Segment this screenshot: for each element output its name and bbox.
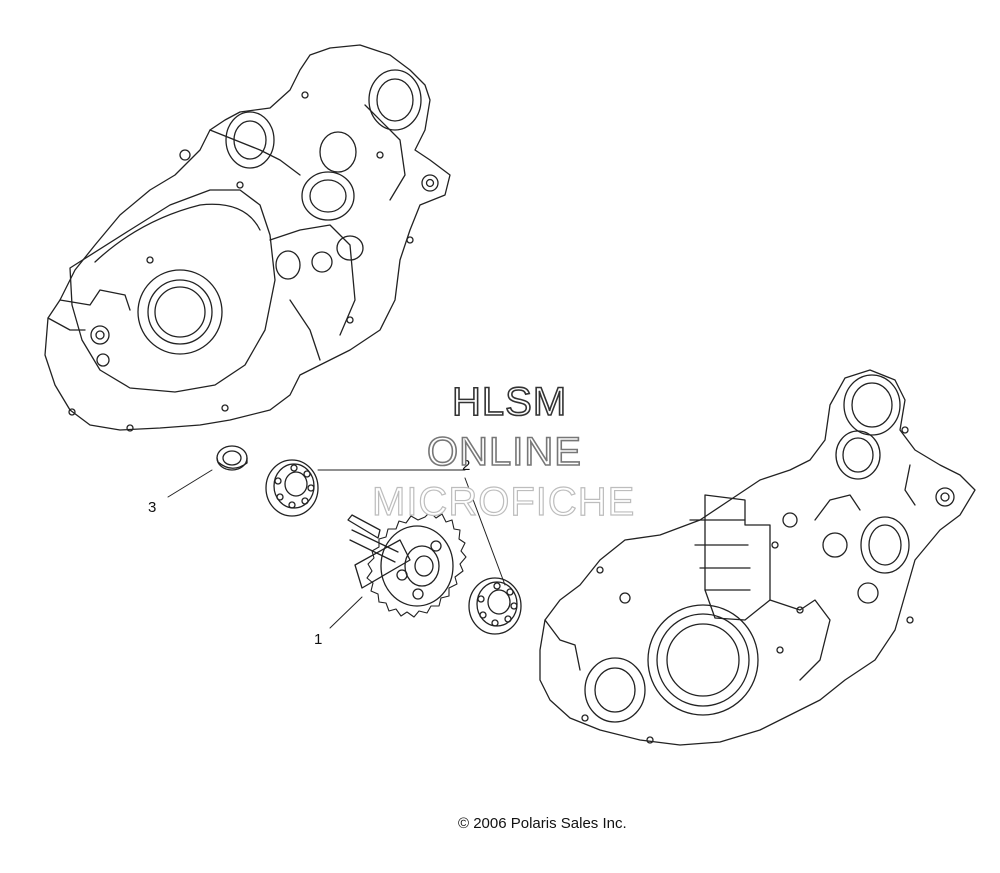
gear-shaft-part-1: [347, 511, 467, 618]
crankcase-left-outline: [44, 44, 451, 431]
crankcase-right-outline: [539, 369, 976, 746]
watermark-line-2: ONLINE: [426, 430, 582, 474]
copyright-notice: © 2006 Polaris Sales Inc.: [458, 815, 627, 832]
crankcase-left-half: [44, 44, 451, 432]
ball-bearing-lower-part-2: [468, 577, 522, 635]
leader-line-2b: [464, 477, 506, 586]
seal-part-3: [216, 445, 248, 471]
gear-teeth: [366, 511, 467, 618]
callout-label-3: 3: [148, 499, 157, 516]
callout-label-1: 1: [314, 631, 323, 648]
callout-label-2: 2: [462, 457, 471, 474]
leader-line-1: [329, 596, 363, 629]
ball-bearing-upper-part-2: [265, 459, 319, 517]
watermark-line-3: MICROFICHE: [371, 480, 636, 524]
leader-lines: [167, 469, 506, 629]
watermark-line-1: HLSM: [451, 380, 568, 424]
leader-line-3: [167, 469, 213, 498]
crankcase-right-half: [539, 369, 976, 746]
